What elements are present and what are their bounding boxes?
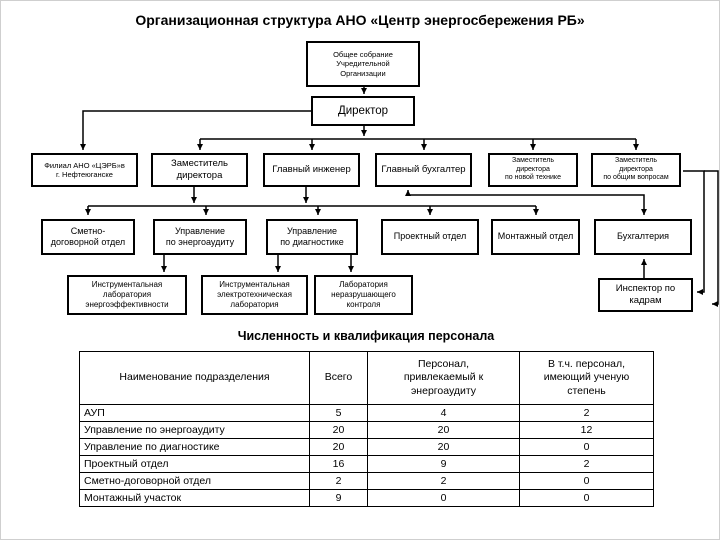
org-node-energy-audit-dept: Управление по энергоаудиту (153, 219, 247, 255)
org-node-diagnostics-dept: Управление по диагностике (266, 219, 358, 255)
org-node-chief-accountant: Главный бухгалтер (375, 153, 472, 187)
table-cell-degree: 0 (519, 489, 654, 507)
table-cell-total: 5 (309, 404, 368, 422)
table-cell-total: 20 (309, 421, 368, 439)
table-cell-degree: 0 (519, 438, 654, 456)
table-title: Численность и квалификация персонала (237, 329, 495, 343)
org-node-deputy-new-tech: Заместитель директора по новой технике (488, 153, 578, 187)
col-header-total: Всего (309, 351, 368, 405)
col-header-audit-personnel: Персонал, привлекаемый к энергоаудиту (367, 351, 520, 405)
table-cell-name: Управление по диагностике (79, 438, 310, 456)
table-cell-total: 2 (309, 472, 368, 490)
table-cell-name: Сметно-договорной отдел (79, 472, 310, 490)
table-cell-name: АУП (79, 404, 310, 422)
table-cell-name: Проектный отдел (79, 455, 310, 473)
table-header-row: Наименование подразделения Всего Персона… (79, 351, 654, 405)
table-cell-total: 20 (309, 438, 368, 456)
org-node-accounting-dept: Бухгалтерия (594, 219, 692, 255)
table-cell-audit: 20 (367, 421, 520, 439)
table-cell-name: Управление по энергоаудиту (79, 421, 310, 439)
page-title: Организационная структура АНО «Центр эне… (135, 12, 585, 28)
org-node-deputy-general: Заместитель директора по общим вопросам (591, 153, 681, 187)
table-cell-total: 9 (309, 489, 368, 507)
org-node-hr-inspector: Инспектор по кадрам (598, 278, 693, 312)
org-node-general-assembly: Общее собрание Учредительной Организации (306, 41, 420, 87)
table-cell-audit: 0 (367, 489, 520, 507)
table-cell-degree: 12 (519, 421, 654, 439)
org-node-deputy-director: Заместитель директора (151, 153, 248, 187)
org-node-chief-engineer: Главный инженер (263, 153, 360, 187)
org-node-installation-dept: Монтажный отдел (491, 219, 580, 255)
table-cell-degree: 2 (519, 404, 654, 422)
personnel-table: Наименование подразделения Всего Персона… (79, 351, 654, 507)
org-node-branch-nefteyugansk: Филиал АНО «ЦЭРБ»в г. Нефтеюганске (31, 153, 138, 187)
org-node-lab-energy-efficiency: Инструментальная лаборатория энергоэффек… (67, 275, 187, 315)
org-node-lab-ndt: Лаборатория неразрушающего контроля (314, 275, 413, 315)
table-cell-audit: 4 (367, 404, 520, 422)
org-node-project-dept: Проектный отдел (381, 219, 479, 255)
org-node-estimate-dept: Сметно- договорной отдел (41, 219, 135, 255)
table-cell-audit: 9 (367, 455, 520, 473)
table-cell-audit: 20 (367, 438, 520, 456)
table-cell-name: Монтажный участок (79, 489, 310, 507)
org-node-lab-electrotechnical: Инструментальная электротехническая лабо… (201, 275, 308, 315)
org-node-director: Директор (311, 96, 415, 126)
col-header-department: Наименование подразделения (79, 351, 310, 405)
table-cell-degree: 2 (519, 455, 654, 473)
table-cell-degree: 0 (519, 472, 654, 490)
table-cell-total: 16 (309, 455, 368, 473)
table-cell-audit: 2 (367, 472, 520, 490)
col-header-degree-personnel: В т.ч. персонал, имеющий ученую степень (519, 351, 654, 405)
